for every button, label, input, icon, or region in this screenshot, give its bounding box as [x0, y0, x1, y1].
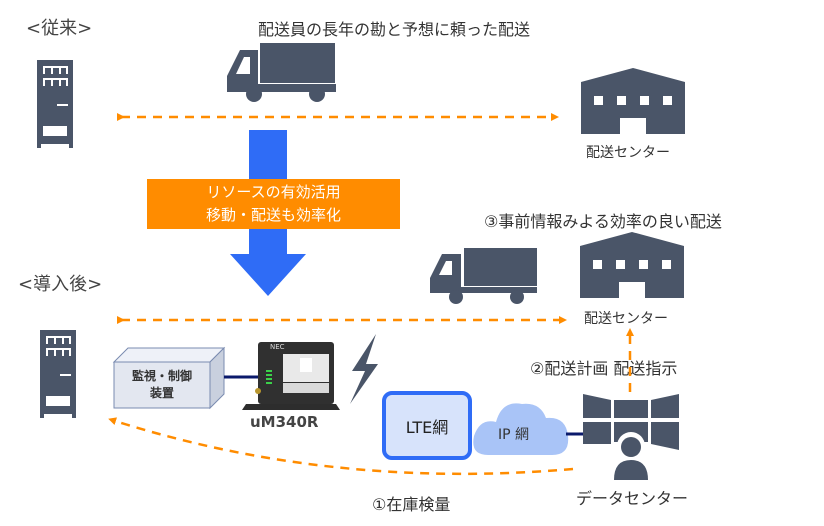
banner-line2: 移動・配送も効率化: [205, 206, 341, 224]
section-label-after: <導入後>: [18, 274, 103, 295]
monitor-device-line2: 装置: [149, 386, 174, 400]
ip-network-cloud: [473, 403, 569, 455]
monitor-control-device: [112, 346, 226, 410]
truck-icon-before: [227, 43, 336, 102]
vending-machine-icon-after: [40, 330, 76, 418]
transition-banner: リソースの有効活用 移動・配送も効率化: [147, 179, 400, 229]
monitor-device-label: 監視・制御 装置: [114, 368, 210, 402]
section-label-before: <従来>: [26, 18, 93, 39]
truck-icon-after: [430, 248, 537, 304]
before-heading: 配送員の長年の勘と予想に頼った配送: [258, 20, 531, 39]
ip-network-label: IP 網: [498, 427, 530, 443]
lightning-icon: [350, 334, 378, 404]
router-device: [242, 342, 340, 410]
before-delivery-center-label: 配送センター: [586, 145, 670, 161]
delivery-center-icon-after: [580, 232, 684, 298]
datacenter-label: データセンター: [576, 489, 689, 508]
router-model-label: uM340R: [250, 413, 319, 431]
delivery-center-icon-before: [581, 68, 685, 134]
monitor-device-line1: 監視・制御: [131, 369, 192, 383]
step3-label: ③事前情報みよる効率の良い配送: [484, 212, 722, 231]
step2-label: ②配送計画 配送指示: [530, 359, 678, 378]
lte-label: LTE網: [405, 417, 449, 437]
dashed-arrow-inventory: [108, 417, 574, 476]
step1-label: ①在庫検量: [372, 495, 451, 514]
banner-line1: リソースの有効活用: [206, 183, 341, 201]
router-brand: NEC: [270, 343, 285, 351]
vending-machine-icon-before: [37, 60, 73, 148]
datacenter-icon: [583, 394, 679, 480]
lte-network-box: LTE網: [382, 391, 472, 460]
after-delivery-center-label: 配送センター: [584, 311, 668, 327]
